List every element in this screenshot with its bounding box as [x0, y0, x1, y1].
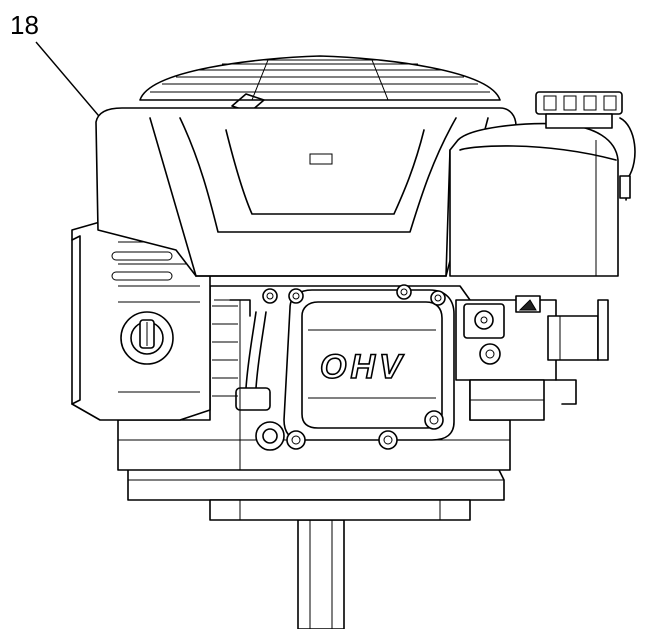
fuel-tank — [449, 122, 619, 277]
fuel-cap-icon — [535, 91, 636, 201]
oil-fill-cap-icon — [120, 311, 174, 365]
callout-number: 18 — [10, 10, 39, 40]
air-filter-cover — [139, 55, 501, 113]
callout-leader-line — [35, 41, 105, 123]
mounting-flange — [127, 451, 505, 521]
spark-plug — [214, 299, 285, 470]
ohv-badge: OHV — [320, 348, 406, 386]
head-bolts — [262, 284, 446, 450]
engine-shroud — [95, 107, 517, 277]
carburetor — [455, 295, 609, 421]
crankshaft — [297, 519, 345, 630]
cylinder-fins — [212, 305, 238, 397]
